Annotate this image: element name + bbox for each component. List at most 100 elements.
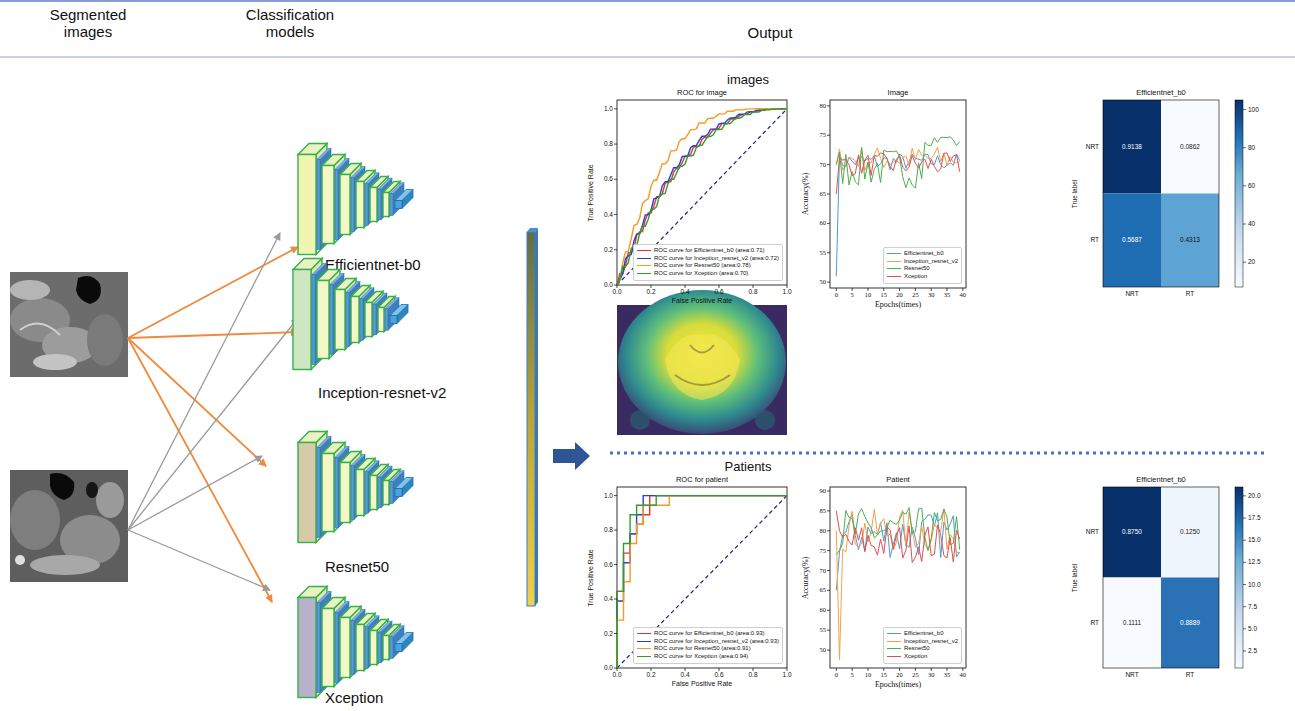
legend-row: Inception_resnet_v2	[887, 638, 958, 646]
brainstem-outline	[690, 345, 714, 353]
input-arrow	[128, 456, 262, 530]
axis-title: Epochs(times)	[875, 300, 921, 309]
tick-mark	[962, 668, 963, 671]
tick-label: 7.5	[1248, 603, 1257, 610]
tick-mark	[915, 288, 916, 291]
class-label: RT	[1090, 619, 1099, 626]
tick-mark	[614, 214, 617, 215]
tick-label: 10	[865, 291, 872, 298]
axis-title: Accuracy(%)	[801, 556, 810, 599]
tick-mark	[1243, 495, 1246, 496]
cnn-icon	[296, 580, 421, 700]
tick-label: 0.2	[646, 671, 655, 678]
tick-label: 40	[960, 671, 967, 678]
matrix-cell	[1161, 487, 1219, 578]
chart-title: ROC for patient	[676, 476, 728, 485]
tick-label: 60	[820, 607, 827, 614]
tick-mark	[1243, 147, 1246, 148]
layer-front	[317, 160, 320, 250]
tick-mark	[1243, 185, 1246, 186]
tick-label: 0.0	[604, 664, 613, 671]
accuracy-curve	[836, 137, 959, 188]
legend-row: ROC curve for Xception (area:0.94)	[637, 653, 779, 661]
input-arrow	[128, 318, 298, 530]
tick-label: 25	[912, 671, 919, 678]
gradcam-heat	[630, 410, 650, 430]
legend-text: ROC curve for Efficientnet_b0 (area:0.93…	[654, 630, 765, 636]
chart-title: Image	[888, 89, 909, 98]
tick-mark	[852, 668, 853, 671]
tick-label: 75	[820, 547, 827, 554]
cnn-icon	[296, 137, 421, 257]
tick-mark	[614, 599, 617, 600]
layer-top	[395, 478, 413, 489]
tick-label: 0.8	[748, 671, 757, 678]
layer-front	[335, 290, 345, 350]
tick-label: 30	[928, 671, 935, 678]
tick-mark	[1243, 109, 1246, 110]
legend-text: ROC curve for Inception_resnet_v2 (area:…	[654, 255, 779, 261]
cell-value: 0.8750	[1122, 529, 1142, 536]
layer-front	[395, 201, 402, 209]
plot-frame	[1103, 487, 1219, 668]
input-arrow	[128, 233, 280, 530]
tick-label: 15.0	[1248, 536, 1261, 543]
feature-bar	[535, 228, 538, 606]
legend-sample	[887, 253, 901, 254]
legend-text: Efficientnet_b0	[904, 630, 944, 636]
cell-value: 0.9138	[1122, 143, 1142, 150]
tick-mark	[1243, 224, 1246, 225]
tick-label: 80	[820, 102, 827, 109]
mri-ground	[10, 272, 128, 377]
tick-mark	[787, 285, 788, 288]
tick-label: 20	[1248, 258, 1255, 265]
tick-label: 40	[1248, 220, 1255, 227]
tick-label: 0.6	[604, 176, 613, 183]
matrix-cell	[1161, 578, 1219, 669]
mri-tissue	[87, 314, 123, 366]
mri-tissue	[96, 482, 124, 518]
tick-mark	[899, 668, 900, 671]
cell-value: 0.8889	[1180, 619, 1200, 626]
tick-mark	[827, 282, 830, 283]
header-rule	[0, 57, 1295, 58]
column-header: Segmented images	[33, 6, 143, 41]
legend-text: Resnet50	[904, 645, 930, 651]
layer-front	[378, 308, 384, 332]
tick-mark	[1243, 584, 1246, 585]
matrix-cell	[1103, 487, 1161, 578]
layer-top	[390, 305, 408, 316]
chart-title: Efficientnet_b0	[1136, 476, 1185, 485]
legend-sample	[637, 250, 651, 251]
tick-label: 0.2	[604, 246, 613, 253]
matrix-cell	[1103, 578, 1161, 669]
column-header: Classification models	[230, 6, 350, 41]
layer-front	[383, 481, 389, 505]
layer-front	[293, 270, 311, 370]
axis-title: False Positive Rate	[672, 680, 732, 688]
layer-front	[322, 454, 334, 532]
legend-row: Resnet50	[887, 645, 958, 653]
layer-front	[385, 309, 388, 331]
tick-mark	[1243, 650, 1246, 651]
layer-front	[360, 299, 363, 340]
tick-label: 1.0	[604, 492, 613, 499]
tick-label: 17.5	[1248, 514, 1261, 521]
mri-tissue	[33, 354, 77, 370]
mri-ground	[10, 470, 128, 582]
section-title: Patients	[725, 460, 772, 475]
model-node: Resnet50	[290, 423, 480, 577]
tick-mark	[651, 285, 652, 288]
section-separator	[610, 452, 1268, 455]
model-node: Xception	[290, 578, 480, 708]
tick-mark	[852, 288, 853, 291]
tick-label: 50	[820, 278, 827, 285]
layer-front	[298, 155, 316, 255]
layer-front	[365, 303, 372, 337]
legend-text: Inception_resnet_v2	[904, 638, 958, 644]
tick-mark	[827, 194, 830, 195]
legend-row: ROC curve for Resnet50 (area:0.91)	[637, 645, 779, 653]
layer-front	[378, 632, 381, 663]
layer-front	[365, 472, 368, 513]
legend-row: ROC curve for Resnet50 (area:0.78)	[637, 262, 779, 270]
